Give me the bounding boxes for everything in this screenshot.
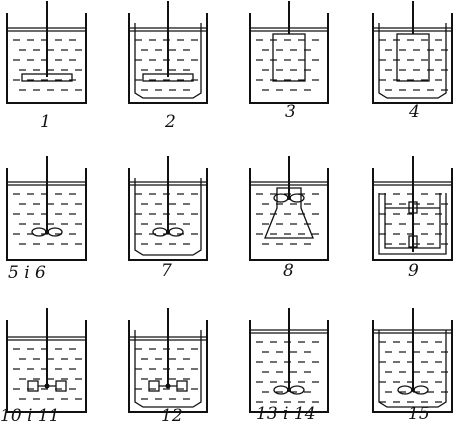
paddle-blade [21,73,73,82]
vessel-inner-wall [378,330,447,408]
vessel-wall [372,13,453,104]
vessel-wall [128,320,208,413]
propeller-blade [273,385,289,395]
frame-agitator [396,33,430,82]
panel-label: 12 [161,406,183,426]
propeller-hub [287,388,291,392]
panel-label: 15 [408,404,430,424]
panel-label: 9 [408,261,419,281]
mixer-panel: 10 i 11 [0,308,87,426]
panel-label: 13 i 14 [256,404,316,424]
vessel-wall [128,13,208,104]
propeller-blade [413,385,429,395]
vessel-inner-wall [134,178,202,256]
vessel-wall [249,168,329,261]
propeller-hub [45,230,49,234]
propeller-blade [273,193,289,203]
propeller-hub [411,388,415,392]
panel-label: 5 i 6 [8,263,46,283]
vessel-wall [6,168,87,261]
turbine-hub [44,383,50,389]
panel-label: 8 [283,261,294,281]
mixer-panel: 4 [372,1,453,122]
vessel-wall [6,13,87,104]
turbine-blade [408,201,418,214]
panel-label: 2 [164,112,176,132]
vessel-wall [6,320,87,413]
anchor-agitator [384,193,441,249]
panel-label: 10 i 11 [0,406,60,426]
vessel-inner-wall [378,23,447,99]
panel-label: 4 [408,102,420,122]
propeller-blade [289,193,305,203]
propeller-hub [166,230,170,234]
propeller-hub [287,196,291,200]
mixer-panel: 1 [6,1,87,132]
panel-label: 7 [161,261,172,281]
panel-label: 3 [285,102,296,122]
turbine-blade [408,235,418,248]
mixer-panel: 9 [372,156,453,281]
vessel-wall [128,168,208,261]
draft-tube [264,187,314,239]
vessel-wall [372,320,453,413]
frame-agitator [272,33,306,82]
mixer-panel: 2 [128,1,208,132]
vessel-wall [372,168,453,261]
mixer-panel: 15 [372,308,453,424]
turbine-hub [165,383,171,389]
panel-label: 1 [40,112,51,132]
mixer-panel: 7 [128,156,208,281]
anchor-agitator [378,193,447,255]
vessel-wall [249,320,329,413]
vessel-wall [249,13,329,104]
propeller-blade [152,227,168,237]
mixer-panel: 13 i 14 [249,308,329,424]
propeller-blade [289,385,305,395]
mixer-panel: 12 [128,308,208,426]
vessel-inner-wall [134,23,202,99]
propeller-blade [168,227,184,237]
propeller-blade [397,385,413,395]
propeller-blade [31,227,47,237]
paddle-blade [142,73,194,82]
vessel-inner-wall [134,330,202,408]
mixer-panel: 3 [249,1,329,122]
mixer-panel: 5 i 6 [6,156,87,283]
propeller-blade [47,227,63,237]
mixer-panel: 8 [249,156,329,281]
